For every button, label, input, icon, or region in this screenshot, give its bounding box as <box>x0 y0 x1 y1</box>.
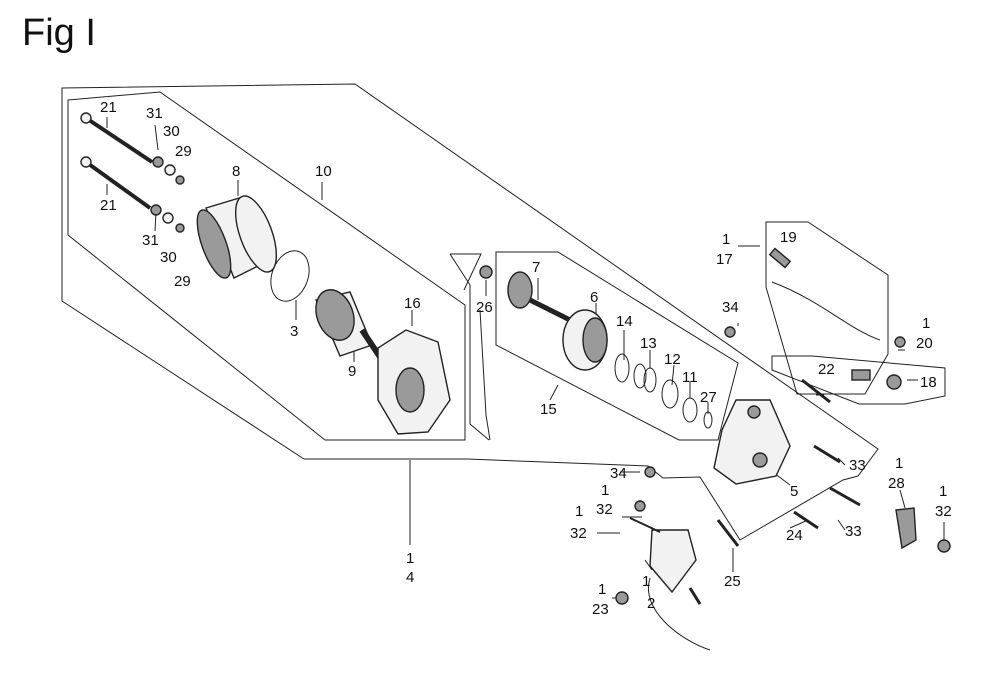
starter-housing <box>713 399 791 485</box>
callout-label: 11 <box>682 369 698 386</box>
washers <box>150 156 736 478</box>
callout-label: 33 <box>845 523 862 540</box>
callout-label: 4 <box>406 569 414 586</box>
starter-clutch <box>562 309 608 371</box>
through-bolts <box>80 112 154 210</box>
bracket <box>895 507 917 550</box>
callout-label: 26 <box>476 299 493 316</box>
callout-label: 12 <box>664 351 681 368</box>
callout-label: 1 <box>598 581 606 598</box>
terminal-frame <box>771 355 946 405</box>
assembly-outline-frames <box>61 83 946 541</box>
callout-label: 23 <box>592 601 609 618</box>
armature <box>315 289 385 362</box>
callout-label: 1 <box>722 231 730 248</box>
callout-label: 30 <box>160 249 177 266</box>
wedge-lower <box>479 309 491 441</box>
callout-label: 32 <box>935 503 952 520</box>
callout-label: 19 <box>780 229 797 246</box>
callout-label: 1 <box>575 503 583 520</box>
callout-label: 9 <box>348 363 356 380</box>
starter-motor-frame <box>61 83 879 541</box>
callout-label: 1 <box>406 550 414 567</box>
callout-label: 28 <box>888 475 905 492</box>
callout-label: 1 <box>922 315 930 332</box>
callout-label: 7 <box>532 259 540 276</box>
bolt-head-icon <box>80 156 92 168</box>
armature-frame <box>67 91 466 441</box>
wedge-frame-left <box>449 253 490 441</box>
callout-label: 34 <box>610 465 627 482</box>
callout-label: 5 <box>790 483 798 500</box>
callout-label: 21 <box>100 99 117 116</box>
callout-label: 3 <box>290 323 298 340</box>
callout-label: 1 <box>939 483 947 500</box>
callout-label: 25 <box>724 573 741 590</box>
callout-label: 13 <box>640 335 657 352</box>
callout-label: 1 <box>895 455 903 472</box>
callout-label: 33 <box>849 457 866 474</box>
motor-yoke <box>196 195 278 279</box>
callout-label: 15 <box>540 401 557 418</box>
callout-label: 29 <box>175 143 192 160</box>
bolt-head-icon <box>80 112 92 124</box>
callout-label: 14 <box>616 313 633 330</box>
rear-cover <box>377 329 451 435</box>
callout-label: 30 <box>163 123 180 140</box>
callout-label: 8 <box>232 163 240 180</box>
callout-label: 29 <box>174 273 191 290</box>
callout-label: 18 <box>920 374 937 391</box>
callout-label: 2 <box>647 595 655 612</box>
starter-relay <box>615 500 740 651</box>
cable-frame <box>765 221 889 395</box>
callout-label: 34 <box>722 299 739 316</box>
wedge-frame-right <box>450 253 482 291</box>
figure-title: Fig I <box>22 12 96 54</box>
callout-label: 22 <box>818 361 835 378</box>
starter-cable <box>768 247 906 381</box>
ring-stack <box>614 353 713 429</box>
callout-label: 27 <box>700 389 717 406</box>
pinion-frame <box>495 251 739 441</box>
o-ring <box>270 250 310 302</box>
callout-label: 31 <box>142 232 159 249</box>
callout-label: 1 <box>642 573 650 590</box>
callout-label: 32 <box>570 525 587 542</box>
terminal-nut <box>886 374 902 390</box>
callout-label: 10 <box>315 163 332 180</box>
callout-label: 32 <box>596 501 613 518</box>
callout-label: 17 <box>716 251 733 268</box>
callout-labels: 1 4 10 21 31 30 29 8 21 31 30 29 3 9 16 … <box>100 99 952 618</box>
callout-label: 16 <box>404 295 421 312</box>
callout-label: 20 <box>916 335 933 352</box>
callout-label: 6 <box>590 289 598 306</box>
callout-label: 1 <box>601 482 609 499</box>
callout-label: 31 <box>146 105 163 122</box>
callout-label: 24 <box>786 527 803 544</box>
leader-lines <box>106 117 945 599</box>
callout-label: 21 <box>100 197 117 214</box>
